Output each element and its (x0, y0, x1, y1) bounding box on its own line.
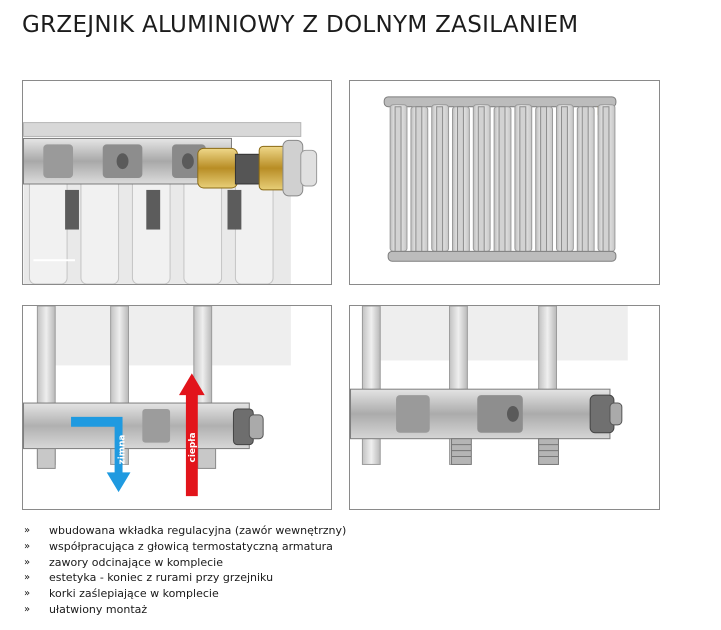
radiator-fin-pipe (581, 106, 589, 256)
radiator-fin-pipe (602, 106, 610, 256)
cold-flow-label: zimna (118, 435, 128, 465)
page-title: GRZEJNIK ALUMINIOWY Z DOLNYM ZASILANIEM (22, 12, 579, 38)
feature-text: korki zaślepiające w komplecie (49, 587, 219, 601)
bullet-icon: » (24, 588, 31, 600)
feature-item: » wbudowana wkładka regulacyjna (zawór we… (24, 523, 346, 539)
bullet-icon: » (24, 603, 31, 615)
cold-flow-arrow (71, 416, 131, 493)
radiator-fin-pipe (394, 106, 402, 256)
radiator-overview-image (349, 80, 660, 285)
feature-item: » korki zaślepiające w komplecie (24, 586, 346, 602)
bottom-connection-illustration (350, 306, 659, 509)
warm-flow-arrow (178, 373, 205, 497)
feature-item: » ułatwiony montaż (24, 602, 346, 618)
flow-direction-illustration: zimna ciepła (23, 306, 331, 509)
radiator-fin-pipe (540, 106, 548, 256)
radiator-fin-pipe (519, 106, 527, 256)
radiator-fins (389, 104, 616, 256)
radiator-fin-pipe (560, 106, 568, 256)
radiator-fin-pipe (477, 106, 485, 256)
warm-flow-label: ciepła (188, 432, 198, 462)
valve-insert-illustration (23, 81, 331, 284)
feature-text: ułatwiony montaż (49, 602, 148, 616)
feature-text: współpracująca z głowicą termostatyczną … (49, 539, 333, 553)
radiator-fin-pipe (498, 106, 506, 256)
radiator-fin-pipe (436, 106, 444, 256)
feature-item: » współpracująca z głowicą termostatyczną… (24, 539, 346, 555)
feature-item: » zawory odcinające w komplecie (24, 555, 346, 571)
bullet-icon: » (24, 540, 31, 552)
feature-text: wbudowana wkładka regulacyjna (zawór wew… (49, 524, 347, 537)
bullet-icon: » (24, 572, 31, 584)
valve-insert-closeup-image (22, 80, 332, 285)
feature-text: estetyka - koniec z rurami przy grzejnik… (49, 571, 274, 585)
radiator-overview-illustration (350, 81, 659, 284)
feature-text: zawory odcinające w komplecie (49, 555, 224, 569)
radiator-fin-pipe (456, 106, 464, 256)
feature-item: » estetyka - koniec z rurami przy grzejni… (24, 570, 346, 586)
bullet-icon: » (24, 525, 31, 536)
radiator-fin-pipe (415, 106, 423, 256)
bottom-connection-image (349, 305, 660, 510)
flow-direction-image: zimna ciepła (22, 305, 332, 510)
feature-list: » wbudowana wkładka regulacyjna (zawór we… (24, 523, 346, 618)
bullet-icon: » (24, 556, 31, 568)
